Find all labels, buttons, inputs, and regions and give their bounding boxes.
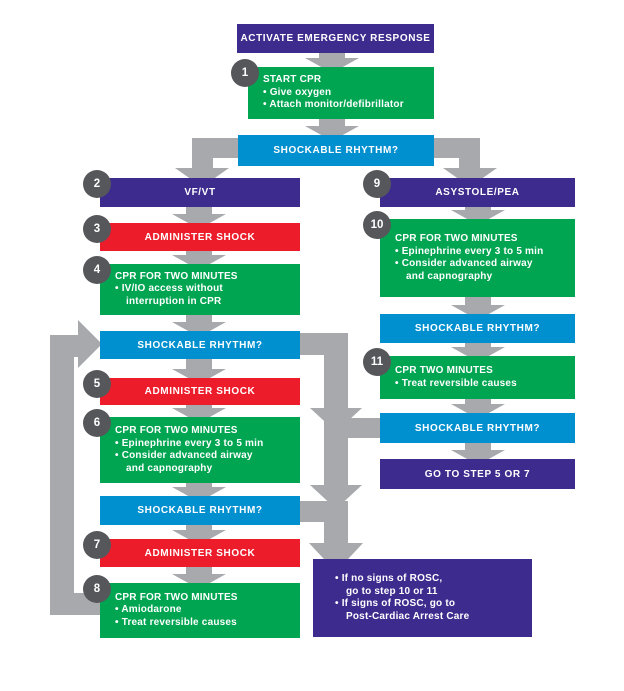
node-shock-5: ADMINISTER SHOCK [100,378,300,405]
node-label: VF/VT [184,187,216,198]
down-arrow [172,525,226,545]
node-label: SHOCKABLE RHYTHM? [273,145,399,156]
node-shockable-left-1: SHOCKABLE RHYTHM? [100,331,300,359]
node-shockable-top: SHOCKABLE RHYTHM? [238,135,434,166]
step-badge: 4 [83,256,111,284]
node-rosc: If no signs of ROSC, go to step 10 or 11… [313,559,532,637]
step-badge: 7 [83,531,111,559]
node-bullet: Consider advanced airway and capnography [395,258,567,283]
node-cpr-8: CPR FOR TWO MINUTESAmiodaroneTreat rever… [100,583,300,638]
node-bullet: Epinephrine every 3 to 5 min [395,246,567,259]
loop-arrow-step8-to-shockable [50,320,102,615]
center-arrowhead-to-rosc [309,543,363,572]
node-bullet: IV/IO access without interruption in CPR [115,283,292,308]
node-title: CPR FOR TWO MINUTES [115,270,238,282]
down-arrow [305,118,359,141]
node-label: SHOCKABLE RHYTHM? [137,505,263,516]
down-arrow [451,207,505,225]
node-title: CPR FOR TWO MINUTES [115,425,238,436]
step-badge: 6 [83,409,111,437]
node-bullet: Give oxygen [263,87,426,100]
node-asystole-pea: ASYSTOLE/PEA [380,178,575,207]
node-activate: ACTIVATE EMERGENCY RESPONSE [237,24,434,53]
node-label: SHOCKABLE RHYTHM? [414,323,541,334]
node-bullet: If signs of ROSC, go to Post-Cardiac Arr… [335,598,492,623]
step-badge: 8 [83,575,111,603]
down-arrow [172,405,226,423]
node-vf-vt: VF/VT [100,178,300,207]
down-arrow [172,251,226,270]
step-badge: 10 [363,211,391,239]
down-arrow [172,567,226,589]
node-cpr-11: CPR TWO MINUTES Treat reversible causes [380,356,575,399]
node-bullet: Consider advanced airway and capnography [115,450,292,475]
node-label: ADMINISTER SHOCK [144,231,256,243]
step-badge: 2 [83,170,111,198]
node-shockable-left-2: SHOCKABLE RHYTHM? [100,496,300,525]
step-badge: 3 [83,215,111,243]
node-shock-3: ADMINISTER SHOCK [100,223,300,251]
node-title: CPR FOR TWO MINUTES [115,591,238,603]
node-shockable-right-1: SHOCKABLE RHYTHM? [380,314,575,343]
node-bullet: Amiodarone [115,604,292,617]
step-badge: 11 [363,348,391,376]
center-merge-from-right [336,418,380,438]
down-arrow [172,207,226,229]
step-badge: 5 [83,370,111,398]
node-bullet: Attach monitor/defibrillator [263,99,426,112]
node-shock-7: ADMINISTER SHOCK [100,539,300,567]
down-arrow [172,315,226,337]
center-arrowhead [310,485,362,509]
step-badge: 1 [231,59,259,87]
down-arrow [305,52,359,73]
node-title: START CPR [263,74,322,86]
node-goto-5-7: GO TO STEP 5 OR 7 [380,459,575,489]
node-cpr-6: CPR FOR TWO MINUTES Epinephrine every 3 t… [100,417,300,483]
node-label: ADMINISTER SHOCK [144,547,256,559]
node-start-cpr: START CPRGive oxygenAttach monitor/defib… [248,67,434,119]
node-bullet: Treat reversible causes [115,617,292,630]
step-badge: 9 [363,170,391,198]
node-bullet: Epinephrine every 3 to 5 min [115,438,292,451]
center-stem [324,333,348,410]
node-label: ASYSTOLE/PEA [435,187,520,198]
node-bullet: Treat reversible causes [395,378,567,391]
down-arrow [451,343,505,362]
node-cpr-4: CPR FOR TWO MINUTESIV/IO access without … [100,264,300,315]
node-title: CPR FOR TWO MINUTES [395,233,518,244]
elbow-arrow-to-vfvt [175,138,238,187]
node-title: CPR TWO MINUTES [395,365,493,376]
down-arrow [451,399,505,419]
node-shockable-right-2: SHOCKABLE RHYTHM? [380,413,575,443]
node-bullet: If no signs of ROSC, go to step 10 or 11 [335,573,492,598]
down-arrow [172,483,226,502]
node-label: ADMINISTER SHOCK [144,386,256,397]
node-label: SHOCKABLE RHYTHM? [137,339,263,351]
node-label: GO TO STEP 5 OR 7 [424,468,531,480]
node-cpr-10: CPR FOR TWO MINUTES Epinephrine every 3 t… [380,219,575,297]
down-arrow [451,297,505,320]
down-arrow [172,359,226,384]
down-arrow [451,443,505,465]
node-label: SHOCKABLE RHYTHM? [414,422,541,434]
center-stem [324,503,348,545]
node-label: ACTIVATE EMERGENCY RESPONSE [240,33,431,44]
elbow-arrow-to-asystole [434,138,497,187]
